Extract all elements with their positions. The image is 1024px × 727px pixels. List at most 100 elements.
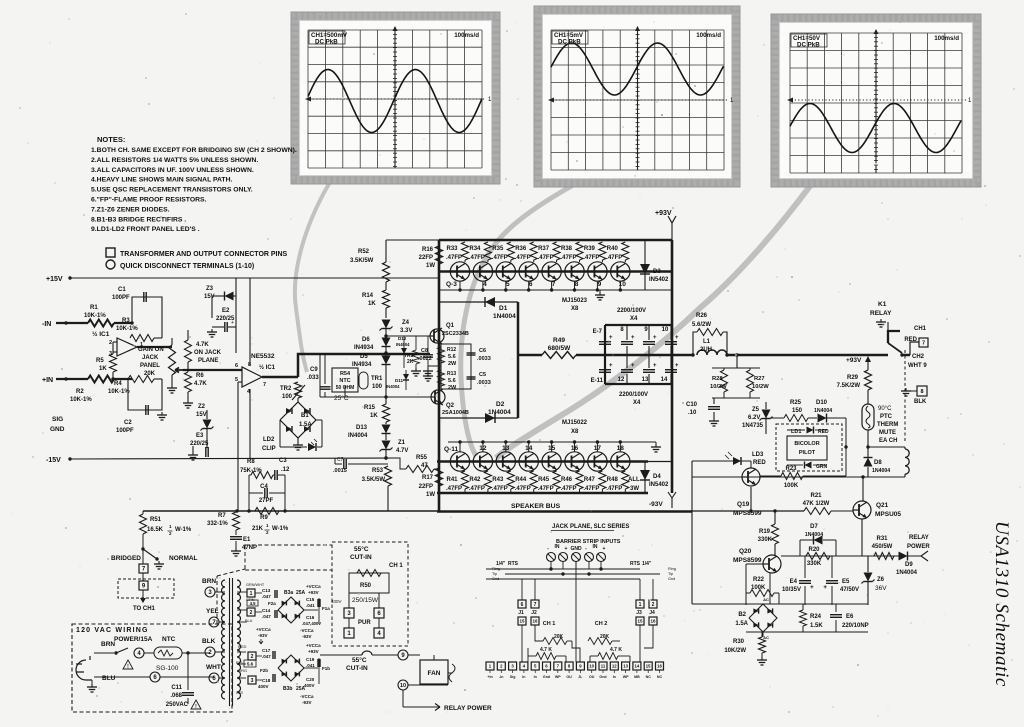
- svg-text:R2: R2: [76, 389, 84, 395]
- svg-text:.47FP: .47FP: [492, 486, 508, 492]
- svg-text:CH 2: CH 2: [595, 621, 608, 627]
- svg-text:TRANSFORMER AND OUTPUT CONNECT: TRANSFORMER AND OUTPUT CONNECTOR PINS: [120, 251, 288, 258]
- svg-text:RED: RED: [753, 460, 766, 466]
- svg-text:C2: C2: [124, 420, 132, 426]
- svg-text:1N4004: 1N4004: [814, 408, 832, 414]
- svg-text:R44: R44: [515, 477, 527, 483]
- svg-text:10K-1%: 10K-1%: [116, 326, 138, 332]
- svg-text:Z5: Z5: [752, 407, 760, 413]
- svg-text:In: In: [522, 675, 525, 679]
- svg-text:R23: R23: [785, 466, 797, 472]
- svg-text:.47FP: .47FP: [560, 255, 576, 261]
- svg-text:RTS: RTS: [508, 561, 519, 567]
- svg-text:R24: R24: [810, 614, 822, 620]
- svg-text:BARRIER STRIP INPUTS: BARRIER STRIP INPUTS: [556, 539, 621, 545]
- svg-text:D3: D3: [653, 269, 661, 275]
- svg-text:16: 16: [657, 664, 662, 669]
- svg-text:5.6: 5.6: [448, 378, 456, 384]
- svg-text:8: 8: [575, 281, 579, 288]
- svg-text:C18: C18: [262, 678, 271, 683]
- svg-text:-15V: -15V: [46, 457, 61, 464]
- svg-text:100K: 100K: [784, 483, 799, 489]
- svg-text:10K-1%: 10K-1%: [70, 397, 92, 403]
- svg-text:-VCCa: -VCCa: [300, 694, 314, 699]
- svg-text:6: 6: [529, 281, 533, 288]
- svg-text:R3: R3: [122, 318, 130, 324]
- svg-text:2.ALL RESISTORS 1/4 WATTS 5% U: 2.ALL RESISTORS 1/4 WATTS 5% UNLESS SHOW…: [91, 157, 258, 164]
- svg-text:IN: IN: [555, 544, 560, 550]
- svg-text:DC PkB: DC PkB: [558, 39, 581, 46]
- svg-text:ON JACK: ON JACK: [194, 350, 222, 356]
- svg-text:+93V: +93V: [308, 590, 319, 595]
- svg-text:.047: .047: [262, 614, 271, 619]
- svg-text:25°C: 25°C: [334, 394, 349, 402]
- svg-text:R55: R55: [416, 455, 428, 461]
- svg-text:15: 15: [646, 664, 651, 669]
- svg-text:10K-1%: 10K-1%: [108, 389, 130, 395]
- svg-text:R38: R38: [561, 246, 573, 252]
- svg-text:+: +: [823, 584, 827, 591]
- svg-text:R43: R43: [492, 477, 504, 483]
- svg-text:100ms/d: 100ms/d: [934, 35, 959, 42]
- svg-text:25A: 25A: [296, 590, 306, 596]
- svg-text:PTC: PTC: [880, 414, 893, 420]
- svg-text:IN: IN: [593, 544, 598, 550]
- svg-text:2SC2334B: 2SC2334B: [442, 331, 469, 337]
- svg-text:27PF: 27PF: [259, 498, 274, 504]
- svg-text:2: 2: [208, 650, 212, 656]
- svg-text:1: 1: [347, 631, 351, 637]
- svg-text:+: +: [609, 363, 613, 369]
- svg-text:ALL: ALL: [628, 477, 640, 483]
- svg-text:NOTES:: NOTES:: [97, 135, 125, 144]
- svg-text:R51: R51: [150, 517, 162, 523]
- svg-text:4.7K: 4.7K: [196, 342, 209, 348]
- svg-text:7: 7: [263, 382, 266, 388]
- svg-text:.0022: .0022: [418, 356, 432, 362]
- svg-text:.47FP: .47FP: [515, 255, 531, 261]
- svg-text:6: 6: [235, 363, 238, 369]
- svg-text:1N4004: 1N4004: [805, 532, 823, 538]
- svg-text:R15: R15: [364, 405, 376, 411]
- svg-text:R39: R39: [584, 246, 596, 252]
- svg-text:BICOLOR: BICOLOR: [794, 441, 819, 447]
- svg-text:100: 100: [282, 394, 293, 400]
- svg-text:SIG: SIG: [52, 416, 63, 423]
- svg-text:1N4004: 1N4004: [488, 409, 511, 416]
- svg-text:47NP: 47NP: [242, 545, 257, 551]
- svg-text:R27: R27: [754, 376, 765, 382]
- svg-text:RELAY: RELAY: [870, 310, 892, 317]
- svg-text:1W: 1W: [426, 492, 435, 498]
- svg-text:Q19: Q19: [737, 501, 750, 508]
- svg-text:Q2: Q2: [446, 403, 455, 409]
- svg-text:Sig: Sig: [510, 675, 516, 679]
- svg-text:2SA1004B: 2SA1004B: [442, 410, 469, 416]
- svg-text:C10: C10: [686, 402, 698, 408]
- svg-text:WP: WP: [555, 675, 561, 679]
- svg-text:D11: D11: [395, 378, 404, 383]
- svg-text:14: 14: [661, 377, 668, 383]
- svg-text:R49: R49: [553, 337, 565, 344]
- svg-text:+: +: [609, 335, 613, 341]
- svg-text:20K: 20K: [600, 634, 610, 640]
- svg-text:IN4934: IN4934: [354, 345, 374, 351]
- svg-text:C5: C5: [479, 372, 486, 378]
- svg-text:5.6: 5.6: [448, 354, 456, 360]
- svg-text:D1: D1: [499, 305, 508, 312]
- svg-text:OU: OU: [589, 675, 595, 679]
- svg-text:D4: D4: [653, 474, 661, 480]
- svg-text:X4: X4: [633, 400, 641, 406]
- svg-text:.47FP: .47FP: [469, 255, 485, 261]
- svg-text:1K: 1K: [368, 301, 376, 307]
- svg-text:.47FP: .47FP: [469, 486, 485, 492]
- svg-text:.47FP: .47FP: [446, 486, 462, 492]
- svg-text:400V: 400V: [331, 599, 342, 604]
- svg-text:8: 8: [920, 389, 923, 395]
- svg-text:R19: R19: [759, 529, 771, 535]
- svg-text:IN4004: IN4004: [348, 433, 368, 439]
- svg-text:+: +: [631, 363, 635, 369]
- svg-text:C7: C7: [337, 457, 344, 463]
- svg-text:2W: 2W: [448, 385, 457, 391]
- svg-text:CUT-IN: CUT-IN: [350, 554, 372, 561]
- svg-text:F2b: F2b: [260, 668, 268, 673]
- svg-text:2: 2: [250, 610, 253, 616]
